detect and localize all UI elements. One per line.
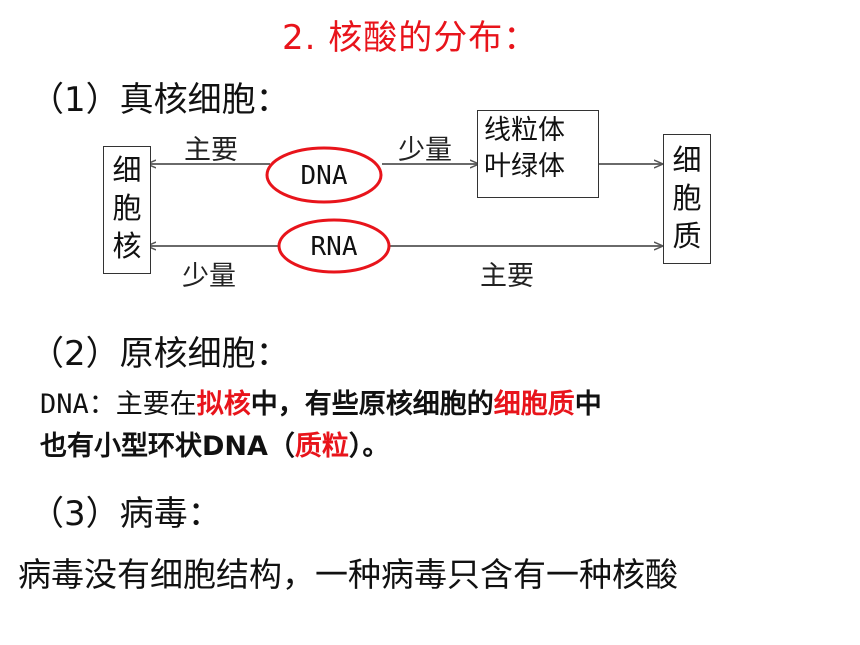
dna-label: DNA (301, 161, 348, 191)
cytoplasm-label: 细胞质 (672, 143, 702, 253)
page-title: 2. 核酸的分布： (282, 18, 539, 58)
organelles-box: 线粒体 叶绿体 (477, 110, 599, 198)
text-segment: ）。 (348, 431, 390, 462)
nucleus-label: 细胞核 (112, 153, 142, 263)
prokaryote-text-line2: 也有小型环状DNA（质粒）。 (40, 424, 389, 463)
cytoplasm-box: 细胞质 (663, 134, 711, 264)
dna-nucleus-amount-label: 主要 (184, 135, 238, 166)
section-prokaryote-heading: （2）原核细胞： (30, 334, 290, 374)
rna-nucleus-amount-label: 少量 (182, 261, 236, 292)
rna-label: RNA (311, 232, 358, 262)
section-eukaryote-heading: （1）真核细胞： (30, 80, 290, 120)
text-segment: 中，有些原核细胞的 (250, 389, 494, 420)
virus-body-text: 病毒没有细胞结构，一种病毒只含有一种核酸 (18, 555, 678, 594)
section-virus-heading: （3）病毒： (30, 494, 222, 534)
highlight-plasmid: 质粒 (294, 431, 349, 462)
nucleus-box: 细胞核 (103, 146, 151, 274)
text-segment: 主要在 (115, 389, 197, 420)
text-segment: 也有小型环状DNA（ (40, 431, 295, 462)
rna-ellipse (277, 218, 391, 274)
dna-organelles-amount-label: 少量 (398, 135, 452, 166)
text-segment: 中 (574, 389, 602, 420)
organelle-mitochondria-label: 线粒体 (484, 115, 565, 146)
prokaryote-text-line1: DNA：主要在拟核中，有些原核细胞的细胞质中 (40, 382, 602, 421)
rna-cytoplasm-amount-label: 主要 (480, 261, 534, 292)
dna-prefix: DNA： (40, 389, 116, 420)
organelle-chloroplast-label: 叶绿体 (484, 151, 565, 182)
dna-ellipse (265, 146, 383, 204)
highlight-cytoplasm: 细胞质 (493, 389, 575, 420)
highlight-nucleoid: 拟核 (196, 389, 251, 420)
